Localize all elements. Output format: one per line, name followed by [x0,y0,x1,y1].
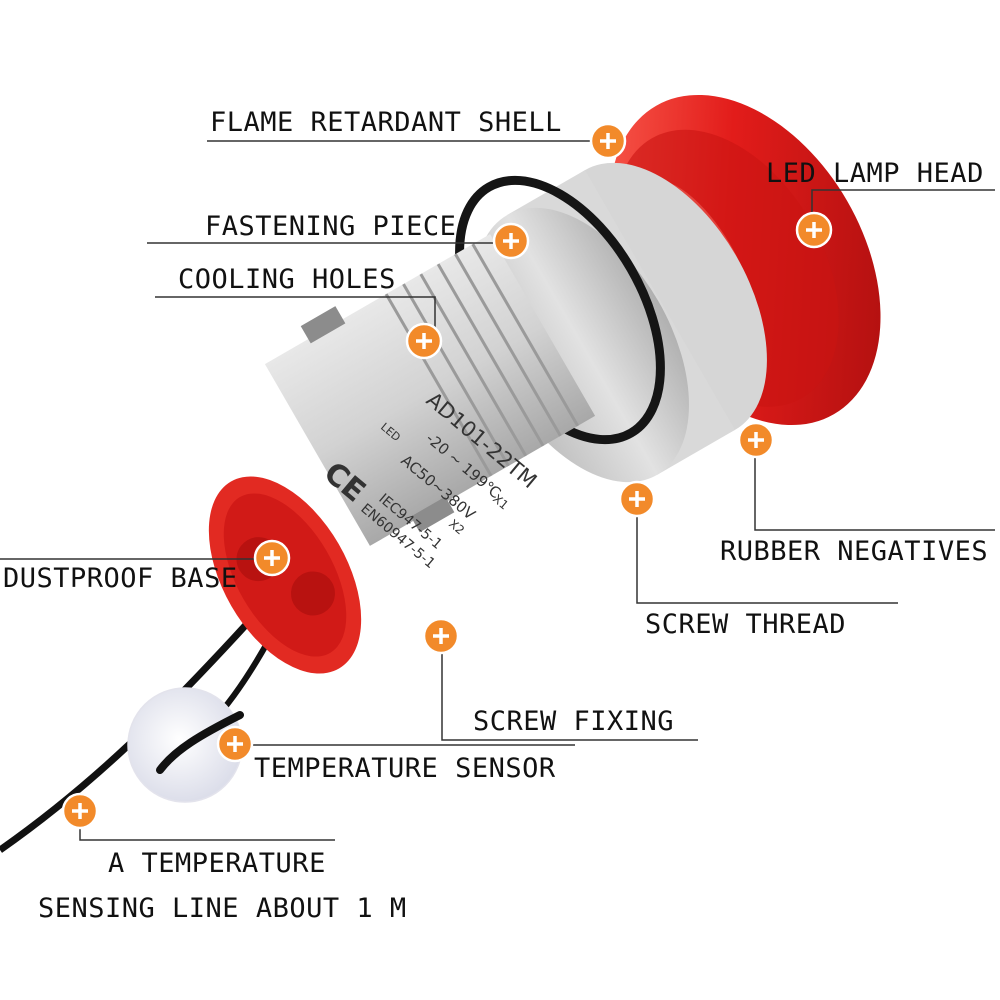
leader-cooling [155,296,436,340]
threaded-body [264,234,596,546]
plus-circle-icon[interactable] [216,725,254,763]
label-sensing-line-2: SENSING LINE ABOUT 1 M [38,893,407,924]
plus-circle-icon[interactable] [795,211,833,249]
label-screw-thread: SCREW THREAD [645,609,846,640]
leader-screw-thread [636,500,898,604]
callout-labels: FLAME RETARDANT SHELL LED LAMP HEAD FAST… [3,107,988,924]
label-fastening-piece: FASTENING PIECE [205,211,456,242]
label-cooling-holes: COOLING HOLES [178,264,396,295]
leader-rubber [754,440,995,531]
label-dustproof-base: DUSTPROOF BASE [3,563,238,594]
label-temperature-sensor: TEMPERATURE SENSOR [254,753,556,784]
leader-screw-fixing [441,637,698,741]
leader-sensing-line [79,810,335,841]
label-led-lamp-head: LED LAMP HEAD [766,158,984,189]
indicator-product-illustration: AD101-22TM LED -20 ~ 199℃ AC50~380V X1 X… [0,94,881,853]
label-sensing-line-1: A TEMPERATURE [108,848,326,879]
plus-circle-icon[interactable] [589,122,627,160]
plus-circle-icon[interactable] [618,480,656,518]
callout-markers [61,122,833,830]
plus-circle-icon[interactable] [61,792,99,830]
label-flame-retardant-shell: FLAME RETARDANT SHELL [210,107,562,138]
plus-circle-icon[interactable] [737,421,775,459]
plus-circle-icon[interactable] [492,222,530,260]
plus-circle-icon[interactable] [405,322,443,360]
plus-circle-icon[interactable] [422,617,460,655]
plus-circle-icon[interactable] [253,539,291,577]
label-rubber-negatives: RUBBER NEGATIVES [720,536,988,567]
label-screw-fixing: SCREW FIXING [473,706,674,737]
